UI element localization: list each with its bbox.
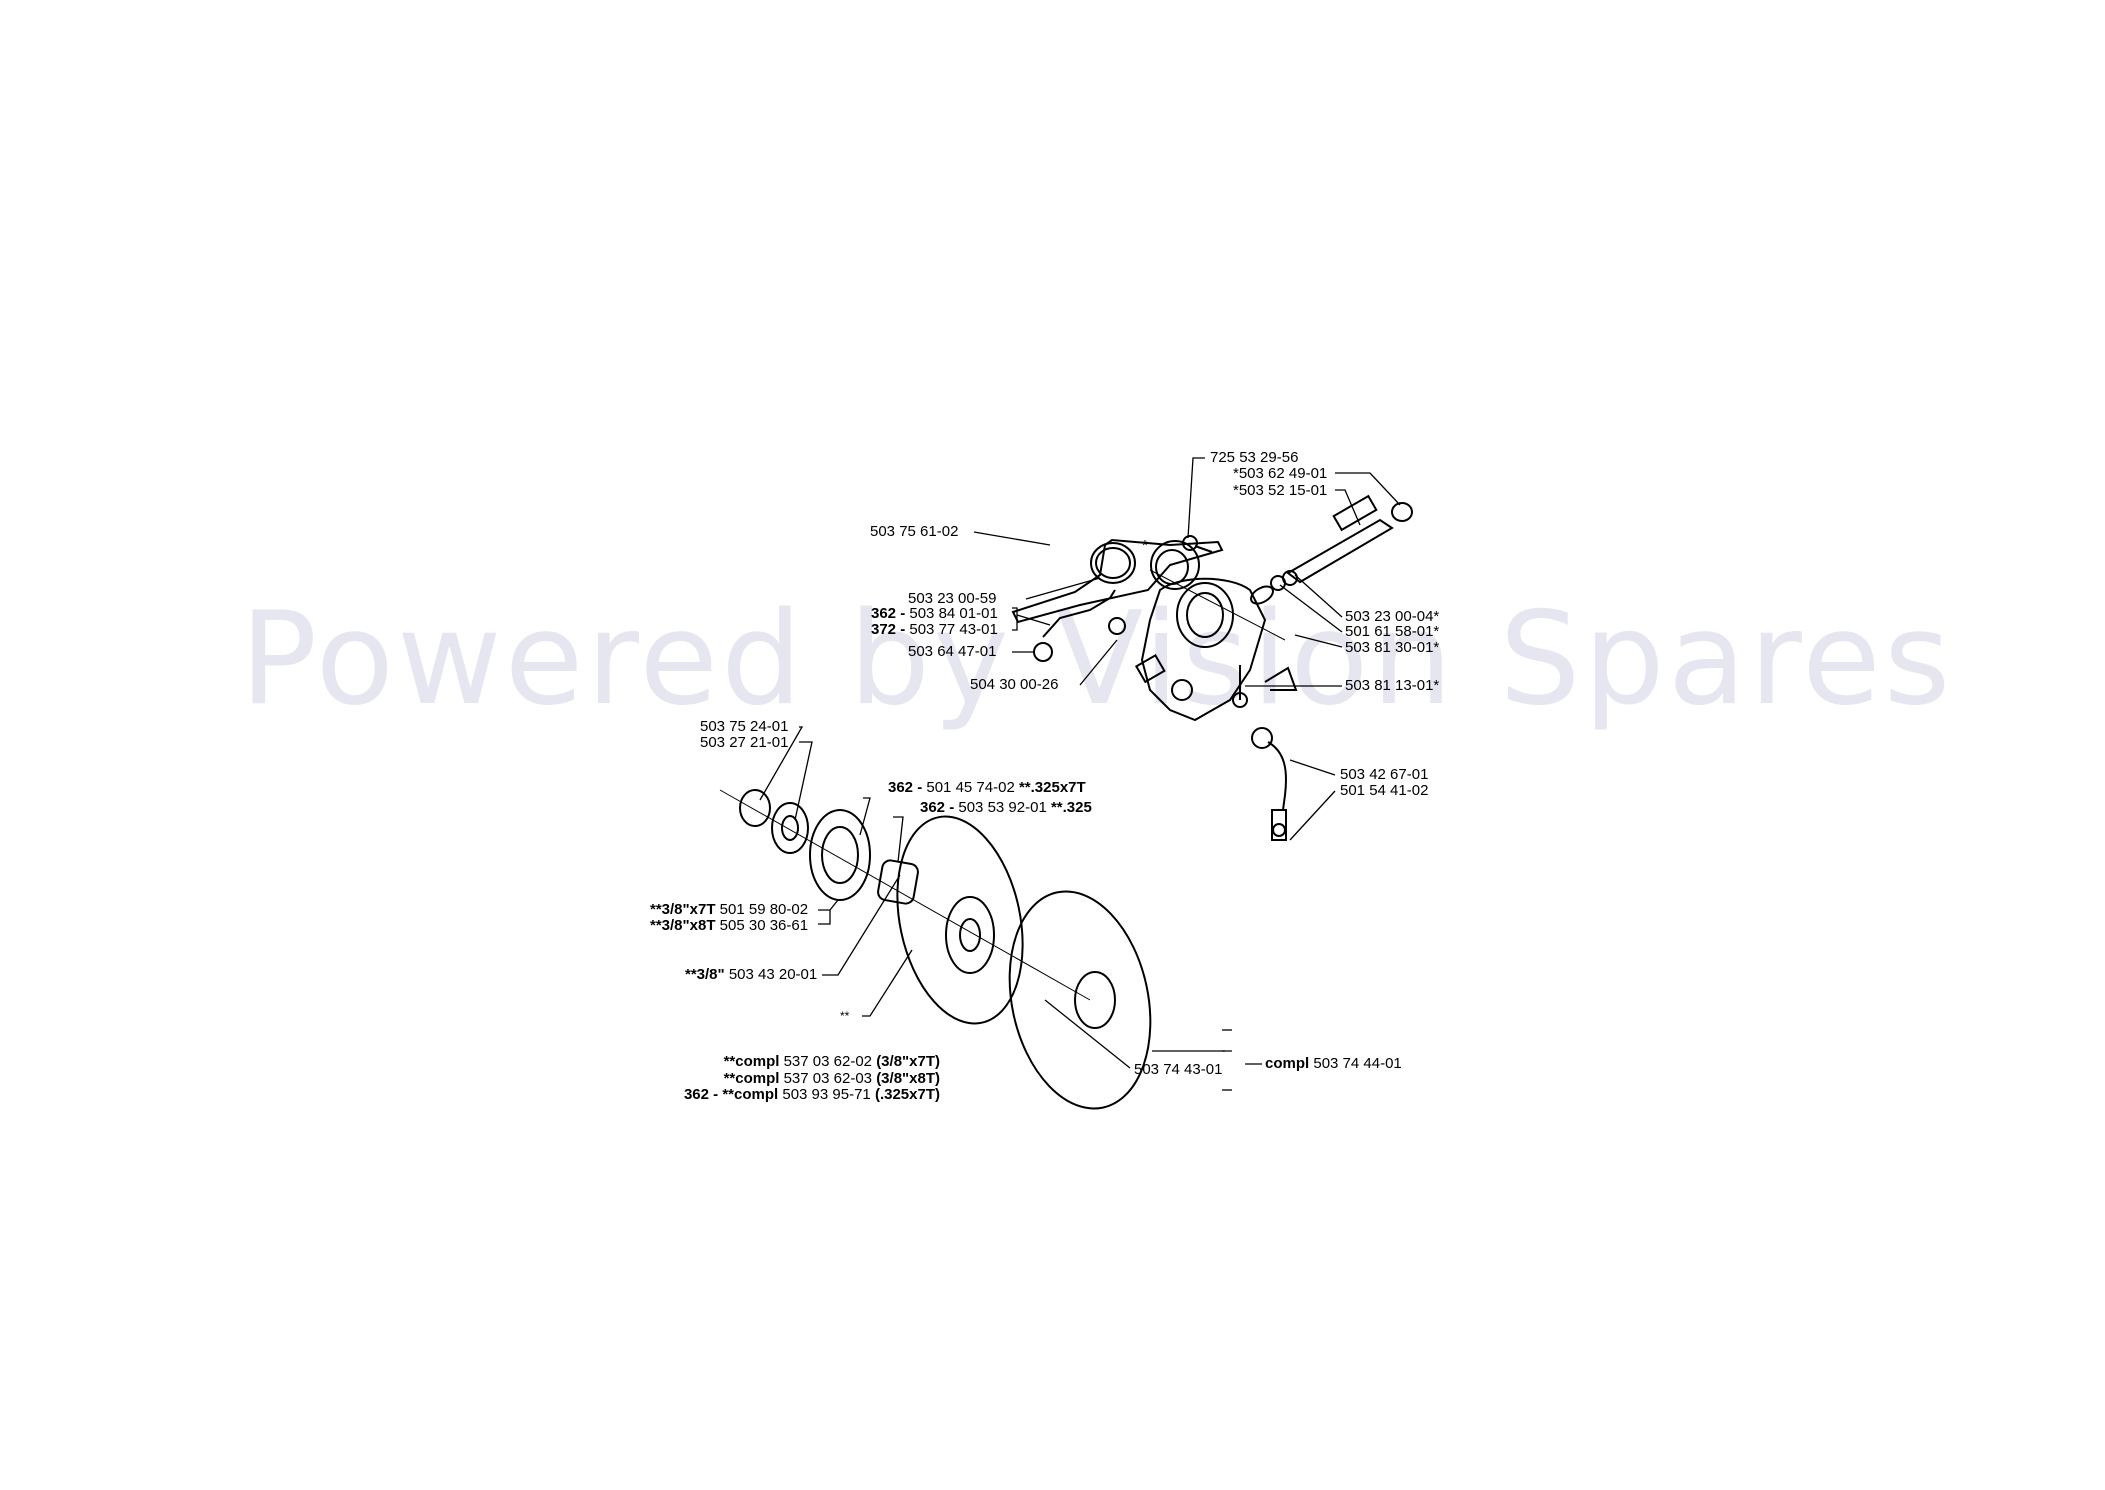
part-label: *503 52 15-01 (1233, 482, 1328, 499)
oil-hose-drawing (1251, 727, 1287, 841)
part-label: **3/8"x8T 505 30 36-61 (650, 917, 809, 934)
clutch-assembly-drawing (739, 789, 1152, 1110)
part-label: ** (840, 1009, 850, 1023)
part-label: 503 23 00-59 (908, 590, 997, 607)
part-label: 503 64 47-01 (908, 643, 997, 660)
part-label: **compl 537 03 62-02 (3/8"x7T) (723, 1053, 940, 1070)
part-label: 725 53 29-56 (1210, 449, 1299, 466)
adjust-screw-drawing (1232, 665, 1248, 708)
part-label: **compl 537 03 62-03 (3/8"x8T) (723, 1070, 940, 1087)
star-marker: * (1142, 537, 1148, 554)
leader-lines (759, 457, 1401, 1091)
part-label: 503 74 43-01 (1134, 1061, 1223, 1078)
part-label: 504 30 00-26 (970, 676, 1059, 693)
part-label: 501 61 58-01* (1345, 623, 1440, 640)
part-label: **3/8"x7T 501 59 80-02 (650, 901, 809, 918)
part-label: 503 27 21-01 (700, 734, 789, 751)
part-label: 503 75 61-02 (870, 523, 959, 540)
part-label: **3/8" 503 43 20-01 (685, 966, 818, 983)
part-label: 362 - 503 53 92-01 **.325 (920, 799, 1092, 816)
part-label: 503 81 13-01* (1345, 677, 1440, 694)
part-label: 503 75 24-01 (700, 718, 789, 735)
pump-shaft-drawing (1250, 494, 1413, 605)
part-label: 501 54 41-02 (1340, 782, 1429, 799)
part-label: 503 23 00-04* (1345, 608, 1440, 625)
part-label: 503 42 67-01 (1340, 766, 1429, 783)
screw-drawing (1182, 535, 1213, 553)
part-label: 503 81 30-01* (1345, 639, 1440, 656)
part-label: 362 - 503 84 01-01 (871, 605, 998, 622)
part-label: *503 62 49-01 (1233, 465, 1328, 482)
watermark: Powered by Vision Spares (240, 585, 1954, 734)
part-label: compl 503 74 44-01 (1265, 1055, 1402, 1072)
part-label: 372 - 503 77 43-01 (871, 621, 998, 638)
part-label: 362 - **compl 503 93 95-71 (.325x7T) (683, 1086, 940, 1103)
oil-pump-housing-drawing (1134, 577, 1267, 722)
oil-pipe-drawing (1042, 589, 1116, 638)
o-ring-drawing (1090, 542, 1136, 584)
part-label: 362 - 501 45 74-02 **.325x7T (888, 779, 1086, 796)
